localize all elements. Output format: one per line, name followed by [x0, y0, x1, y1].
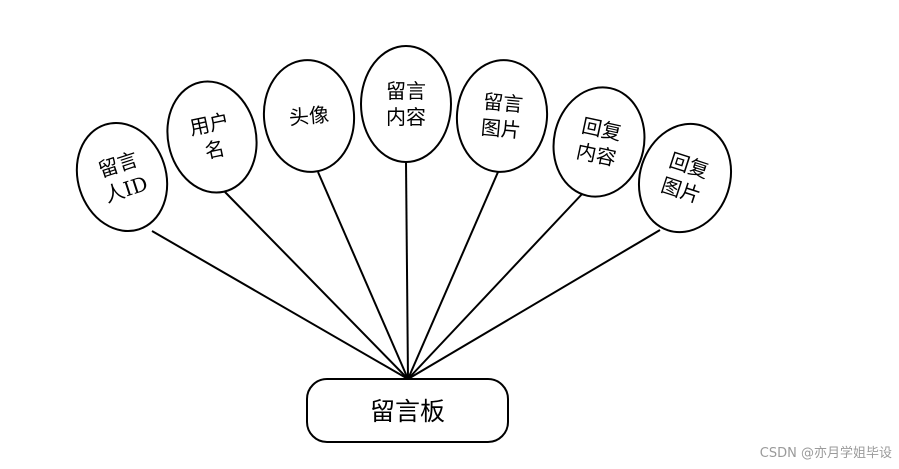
attribute-node: 头像	[262, 59, 356, 173]
connector-lines	[151, 161, 661, 380]
connector-line	[151, 230, 409, 380]
connector-line	[407, 229, 661, 380]
attribute-ellipse	[262, 59, 356, 173]
attribute-label: 名	[202, 136, 227, 164]
attribute-ellipse	[637, 122, 733, 234]
attribute-ellipses: 留言人ID用户名头像留言内容留言图片回复内容回复图片	[75, 45, 733, 234]
entity-label: 留言板	[370, 397, 445, 426]
attribute-label: 内容	[386, 105, 426, 129]
attribute-ellipse	[75, 121, 169, 233]
attribute-ellipse	[552, 86, 646, 198]
connector-line	[317, 171, 409, 380]
connector-line	[224, 191, 409, 380]
attribute-label: 留言	[482, 89, 524, 116]
attribute-label: 头像	[288, 102, 330, 129]
attribute-label: 图片	[480, 115, 522, 142]
attribute-label: 留言	[386, 79, 426, 103]
connector-line	[405, 161, 409, 380]
connector-line	[407, 192, 584, 380]
attribute-ellipse	[455, 59, 549, 173]
attribute-ellipse	[166, 80, 258, 194]
connector-line	[407, 171, 499, 380]
entity-rect	[306, 378, 509, 443]
watermark: CSDN @亦月学姐毕设	[759, 446, 892, 461]
attribute-node: 用户名	[166, 80, 258, 194]
entity-box: 留言板	[306, 378, 509, 443]
attribute-ellipse	[360, 45, 452, 163]
